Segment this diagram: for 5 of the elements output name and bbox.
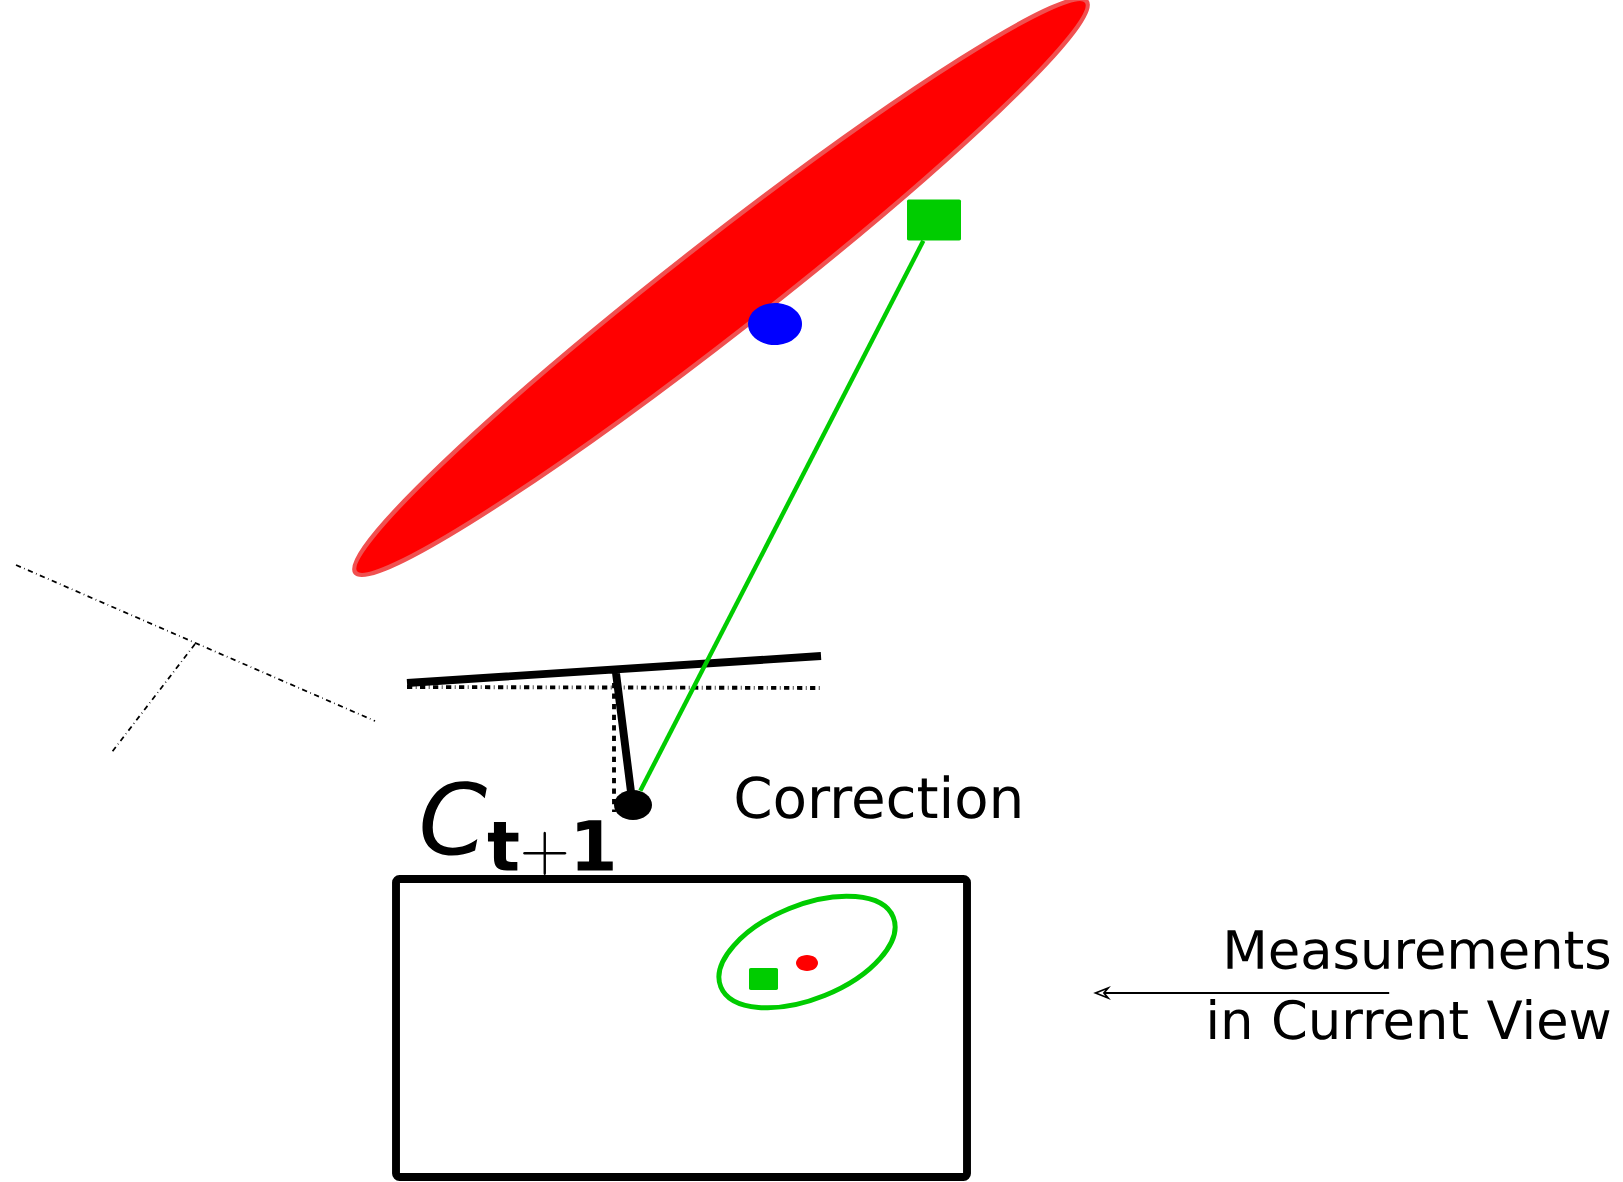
caption-text: Measurements in Current View — [1210, 930, 1610, 1040]
dot — [614, 790, 652, 820]
label: Correction — [736, 775, 1020, 819]
square — [907, 199, 961, 241]
camera-label: $\mathit{C}_{\mathbf{t+1}}$ — [422, 781, 613, 875]
